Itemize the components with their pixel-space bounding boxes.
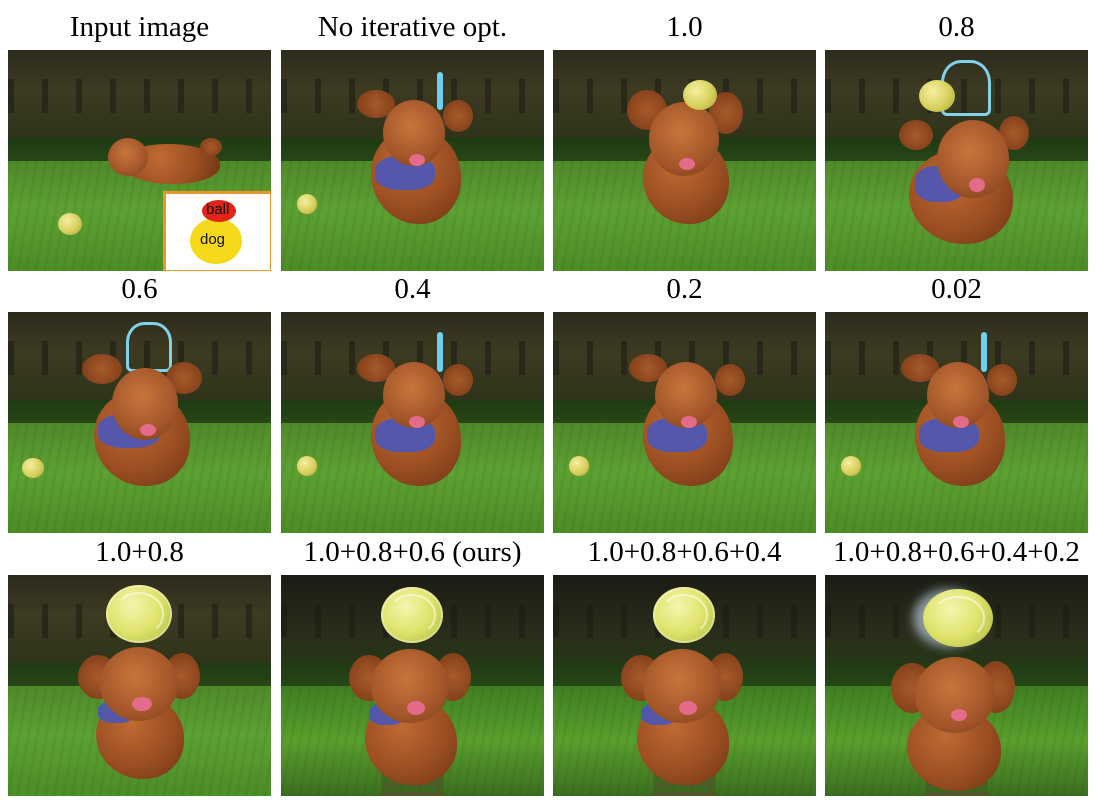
ball-mask-region — [202, 200, 236, 222]
panel-image — [553, 575, 816, 796]
tennis-ball — [106, 585, 172, 643]
panel-caption: 1.0+0.8+0.6+0.4+0.2 — [833, 536, 1080, 568]
panel-image — [553, 50, 816, 271]
panel-image — [281, 575, 544, 796]
segmentation-mask-inset: ball dog — [163, 191, 271, 271]
panel-image — [825, 50, 1088, 271]
panel-image — [825, 312, 1088, 533]
panel-caption: 1.0+0.8+0.6+0.4 — [587, 536, 782, 568]
panel-image — [8, 575, 271, 796]
dog-mask-region — [190, 218, 242, 264]
panel-image — [553, 312, 816, 533]
tennis-ball — [297, 456, 317, 476]
tennis-ball — [919, 80, 955, 112]
panel-caption: No iterative opt. — [317, 11, 508, 43]
panel-caption: 1.0+0.8 — [95, 536, 184, 568]
panel-image — [8, 312, 271, 533]
panel-image: ball dog — [8, 50, 271, 271]
panel-caption: 1.0 — [666, 11, 703, 43]
panel-caption: Input image — [69, 11, 210, 43]
panel-caption: 0.8 — [938, 11, 975, 43]
panel-image — [281, 50, 544, 271]
tennis-ball — [569, 456, 589, 476]
ball-mask-label: ball — [206, 201, 230, 218]
tennis-ball — [297, 194, 317, 214]
panel-caption: 1.0+0.8+0.6 (ours) — [303, 536, 522, 568]
panel-caption: 0.4 — [394, 273, 431, 305]
dog-mask-label: dog — [200, 231, 226, 248]
tennis-ball — [653, 587, 715, 643]
tennis-ball — [923, 589, 993, 647]
panel-caption: 0.2 — [666, 273, 703, 305]
panel-image — [281, 312, 544, 533]
tennis-ball — [58, 213, 82, 235]
panel-caption: 0.6 — [121, 273, 158, 305]
panel-image — [825, 575, 1088, 796]
tennis-ball — [841, 456, 861, 476]
tennis-ball — [22, 458, 44, 478]
panel-caption: 0.02 — [931, 273, 982, 305]
tennis-ball — [683, 80, 717, 110]
tennis-ball — [381, 587, 443, 643]
